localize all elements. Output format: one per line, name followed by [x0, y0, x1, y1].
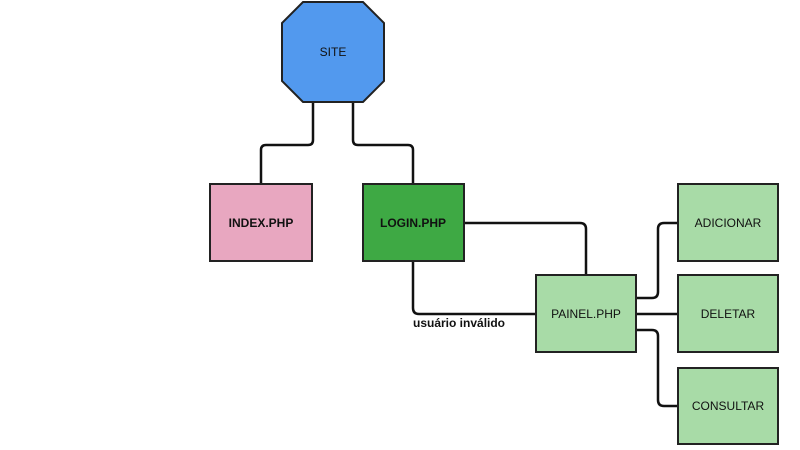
adicionar-node [677, 183, 779, 262]
index-node [209, 183, 313, 262]
login-node [362, 183, 465, 262]
connector-site-index [259, 102, 315, 184]
consultar-node [677, 367, 779, 445]
connector-login-painel [464, 221, 588, 275]
painel-label: PAINEL.PHP [551, 307, 621, 321]
connector-painel-adicionar [636, 221, 678, 300]
site-label: SITE [320, 45, 347, 59]
connector-site-login [351, 102, 415, 184]
login-label: LOGIN.PHP [380, 216, 446, 230]
edge-label-invalid-user: usuário inválido [413, 316, 505, 330]
consultar-label: CONSULTAR [692, 399, 765, 413]
connector-login-painel-invalid [411, 262, 536, 316]
painel-node [535, 274, 637, 353]
site-node [281, 1, 385, 103]
index-label: INDEX.PHP [229, 216, 294, 230]
adicionar-label: ADICIONAR [695, 216, 762, 230]
deletar-node [677, 274, 779, 353]
deletar-label: DELETAR [701, 307, 756, 321]
connector-painel-consultar [636, 328, 678, 408]
